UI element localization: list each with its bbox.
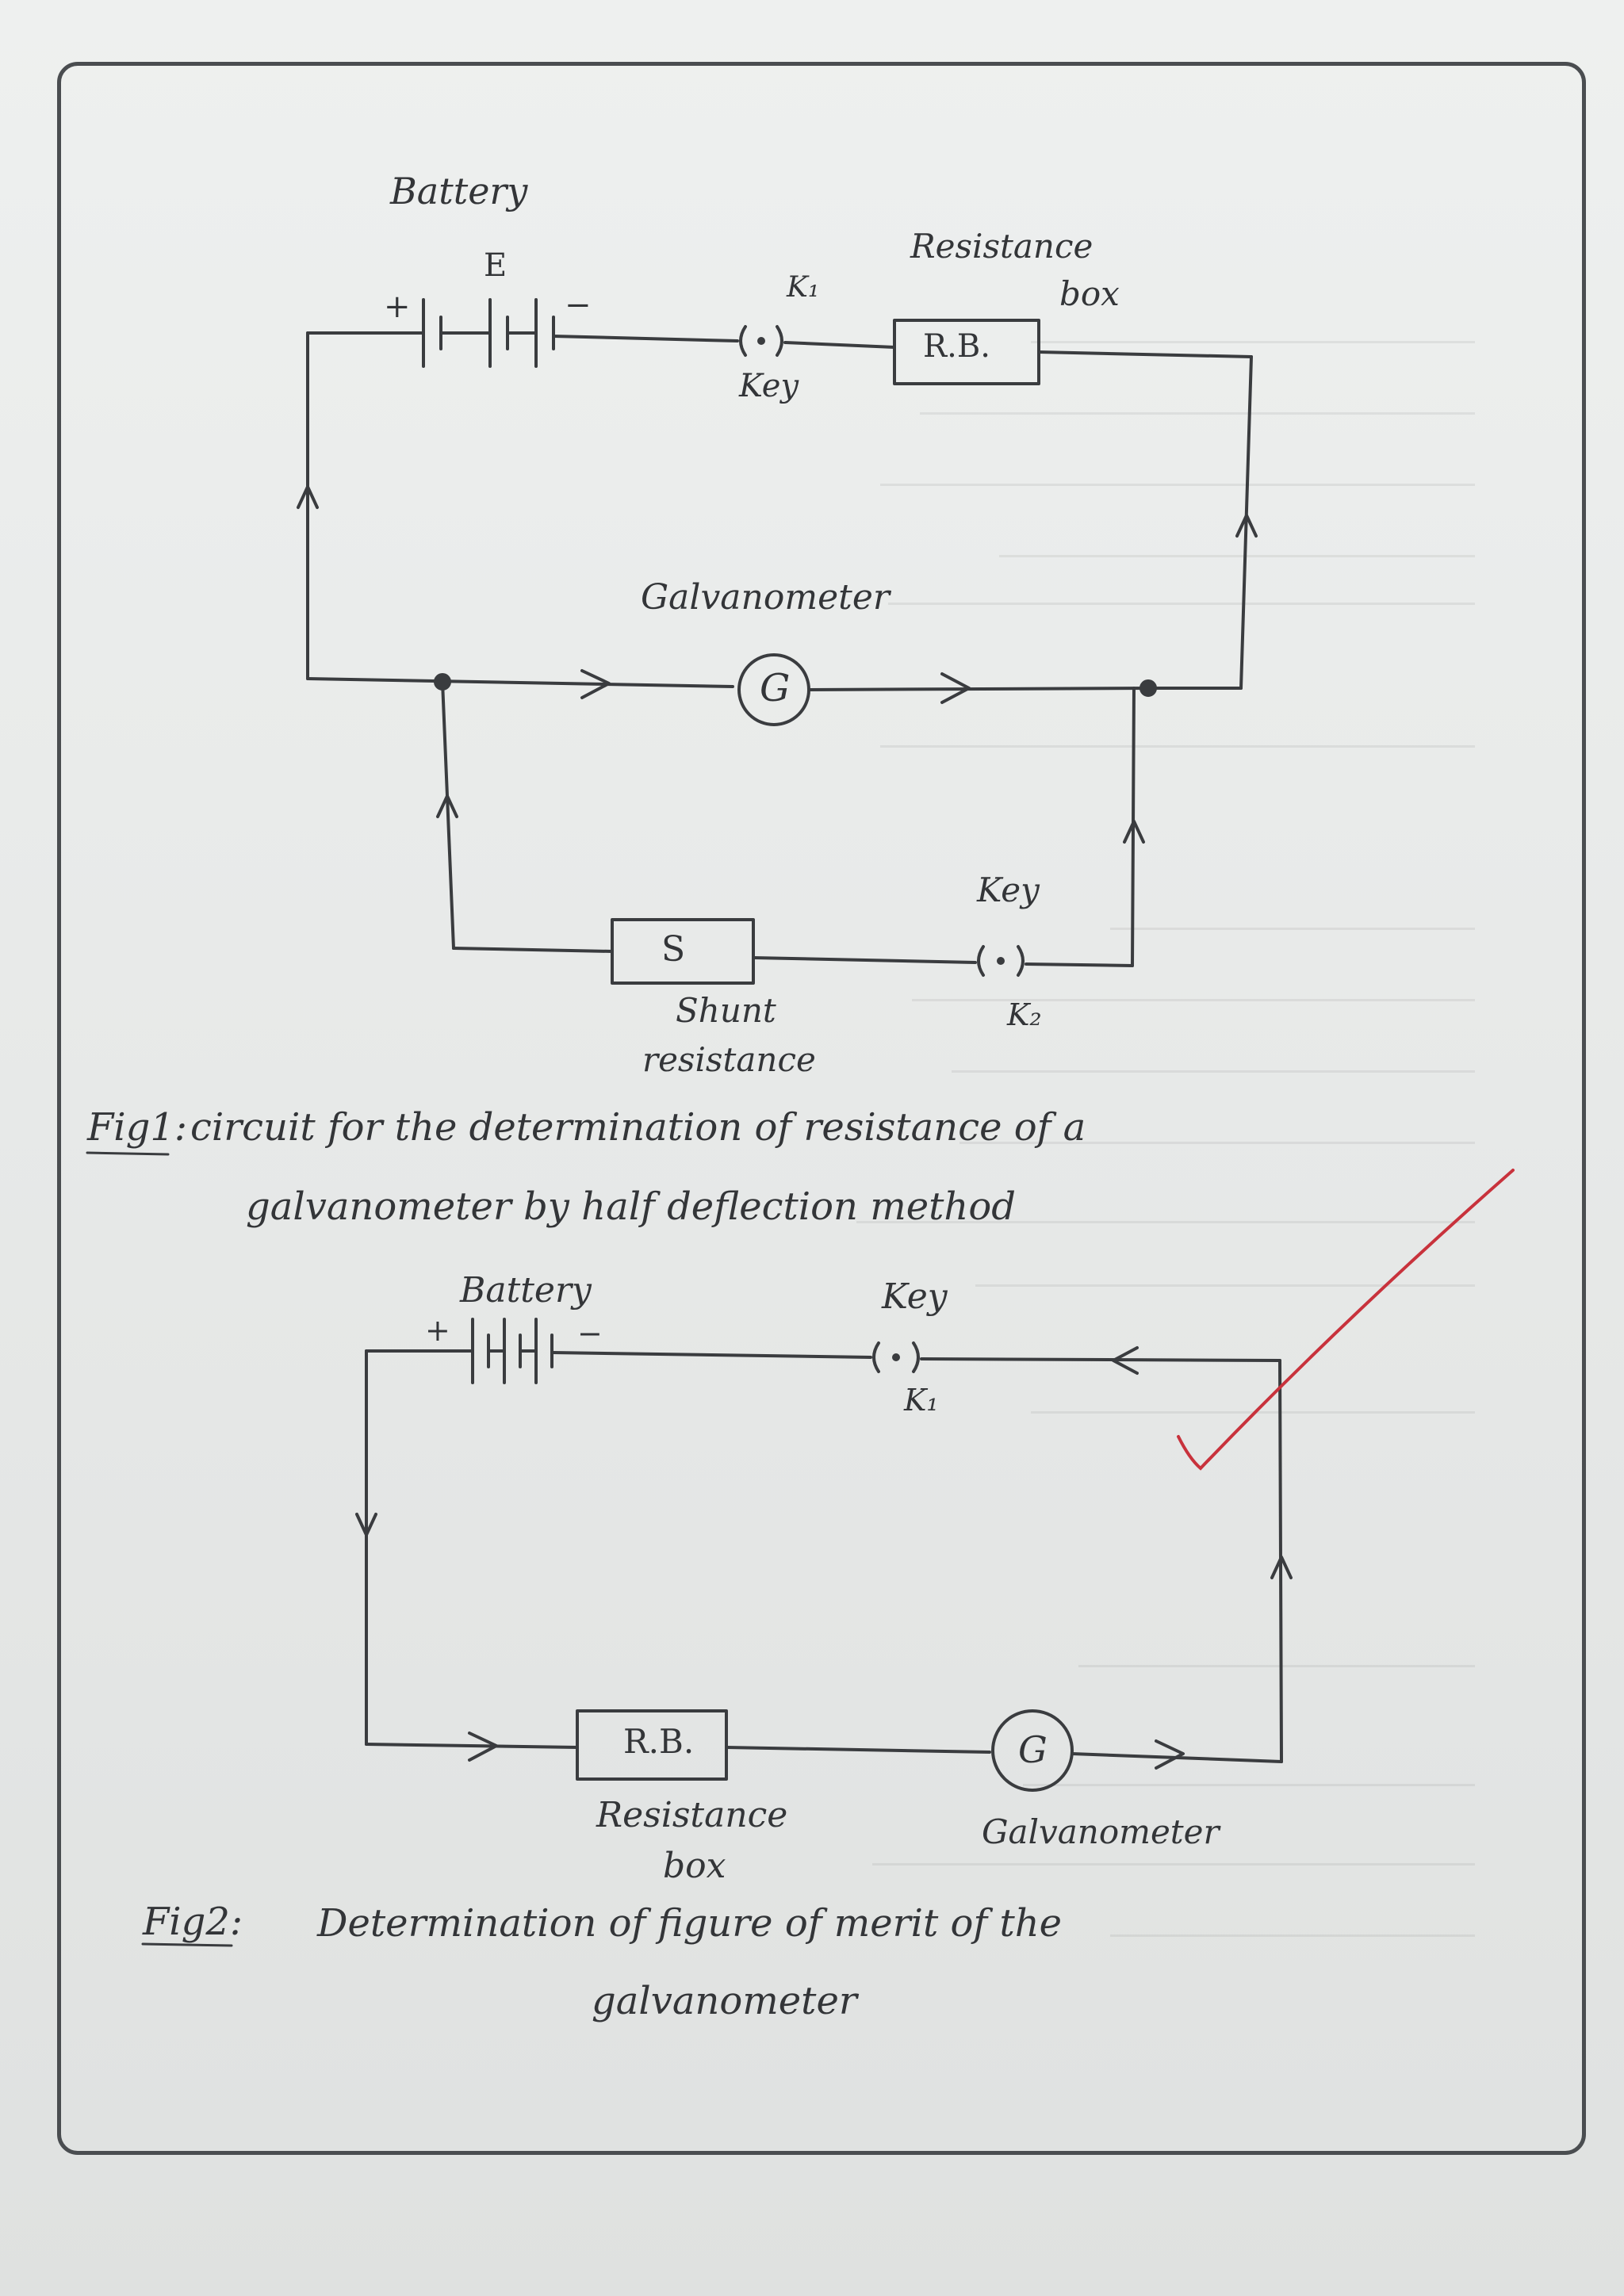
fig2-plus-sign: + bbox=[425, 1313, 450, 1348]
fig1-current-arrow bbox=[580, 669, 611, 699]
fig1-key-k1-symbol bbox=[739, 325, 783, 357]
bleed-through-line bbox=[920, 412, 1475, 415]
fig1-k1-label: K₁ bbox=[787, 271, 820, 304]
bleed-through-line bbox=[999, 555, 1475, 557]
fig1-battery-label: Battery bbox=[390, 170, 528, 212]
fig2-galvanometer-symbol-text: G bbox=[1018, 1728, 1048, 1771]
fig1-current-arrow bbox=[1123, 820, 1145, 844]
fig1-shunt-label-line1: Shunt bbox=[676, 991, 776, 1030]
bleed-through-line bbox=[1110, 928, 1475, 930]
fig2-minus-sign: − bbox=[577, 1316, 603, 1351]
fig2-resistance-box-symbol bbox=[576, 1709, 728, 1781]
fig2-caption-prefix: Fig2: bbox=[143, 1900, 243, 1944]
fig2-resistance-box-title-line1: Resistance bbox=[596, 1795, 788, 1835]
fig1-current-arrow bbox=[436, 794, 458, 818]
fig2-current-arrow bbox=[468, 1732, 498, 1762]
fig1-plus-sign: + bbox=[384, 289, 411, 325]
fig2-battery-label: Battery bbox=[460, 1270, 592, 1311]
bleed-through-line bbox=[952, 1070, 1475, 1073]
fig1-shunt-symbol-text: S bbox=[661, 929, 686, 970]
fig2-galvanometer-label: Galvanometer bbox=[982, 1812, 1220, 1851]
bleed-through-line bbox=[1031, 341, 1475, 343]
fig1-current-arrow bbox=[297, 485, 319, 509]
fig1-emf-label: E bbox=[484, 247, 508, 284]
fig1-galvanometer-symbol-text: G bbox=[760, 666, 791, 710]
fig1-current-arrow bbox=[940, 672, 971, 704]
bleed-through-line bbox=[959, 1142, 1475, 1144]
fig2-caption-line1: Determination of figure of merit of the bbox=[317, 1901, 1063, 1946]
bleed-through-line bbox=[888, 603, 1475, 605]
fig1-shunt-label-line2: resistance bbox=[642, 1040, 816, 1079]
fig1-battery-symbol bbox=[306, 298, 555, 368]
fig2-k1-label: K₁ bbox=[904, 1383, 939, 1418]
bleed-through-line bbox=[856, 1221, 1475, 1223]
fig2-current-arrow bbox=[355, 1513, 377, 1536]
bleed-through-line bbox=[880, 484, 1475, 486]
bleed-through-line bbox=[975, 1284, 1475, 1287]
fig1-resistance-box-title-line2: box bbox=[1059, 274, 1120, 313]
bleed-through-line bbox=[880, 745, 1475, 748]
page-border bbox=[57, 62, 1586, 2155]
fig2-key-label: Key bbox=[882, 1276, 948, 1317]
fig1-junction-node bbox=[1139, 679, 1157, 697]
fig1-galvanometer-label: Galvanometer bbox=[641, 577, 890, 618]
fig1-shunt-resistance-symbol bbox=[611, 918, 755, 985]
fig2-rb-box-label: R.B. bbox=[623, 1722, 695, 1761]
fig1-caption-line2: galvanometer by half deflection method bbox=[246, 1184, 1016, 1229]
fig2-current-arrow bbox=[1270, 1556, 1293, 1579]
fig1-key2-label: Key bbox=[977, 871, 1040, 909]
fig2-battery-symbol bbox=[365, 1318, 553, 1384]
bleed-through-line bbox=[1023, 1784, 1475, 1786]
fig2-current-arrow bbox=[1112, 1346, 1139, 1375]
fig1-key-k2-symbol bbox=[977, 945, 1025, 977]
fig1-minus-sign: − bbox=[565, 287, 592, 323]
fig1-caption-prefix: Fig1: bbox=[87, 1105, 188, 1150]
bleed-through-line bbox=[912, 999, 1475, 1001]
fig1-current-arrow bbox=[1235, 514, 1258, 538]
fig2-caption-line2: galvanometer bbox=[592, 1979, 857, 2023]
fig1-k2-label: K₂ bbox=[1007, 997, 1042, 1032]
fig1-key1-label: Key bbox=[739, 368, 799, 404]
fig2-resistance-box-title-line2: box bbox=[663, 1846, 726, 1886]
bleed-through-line bbox=[1078, 1665, 1475, 1667]
fig2-key-k1-symbol bbox=[872, 1341, 920, 1373]
bleed-through-line bbox=[872, 1863, 1475, 1866]
fig1-rb-box-label: R.B. bbox=[923, 328, 990, 365]
fig2-galvanometer-symbol bbox=[991, 1709, 1074, 1792]
bleed-through-line bbox=[1110, 1934, 1475, 1937]
fig2-current-arrow bbox=[1155, 1739, 1185, 1770]
fig1-caption-line1: circuit for the determination of resista… bbox=[190, 1105, 1086, 1150]
fig1-resistance-box-title-line1: Resistance bbox=[910, 227, 1094, 266]
